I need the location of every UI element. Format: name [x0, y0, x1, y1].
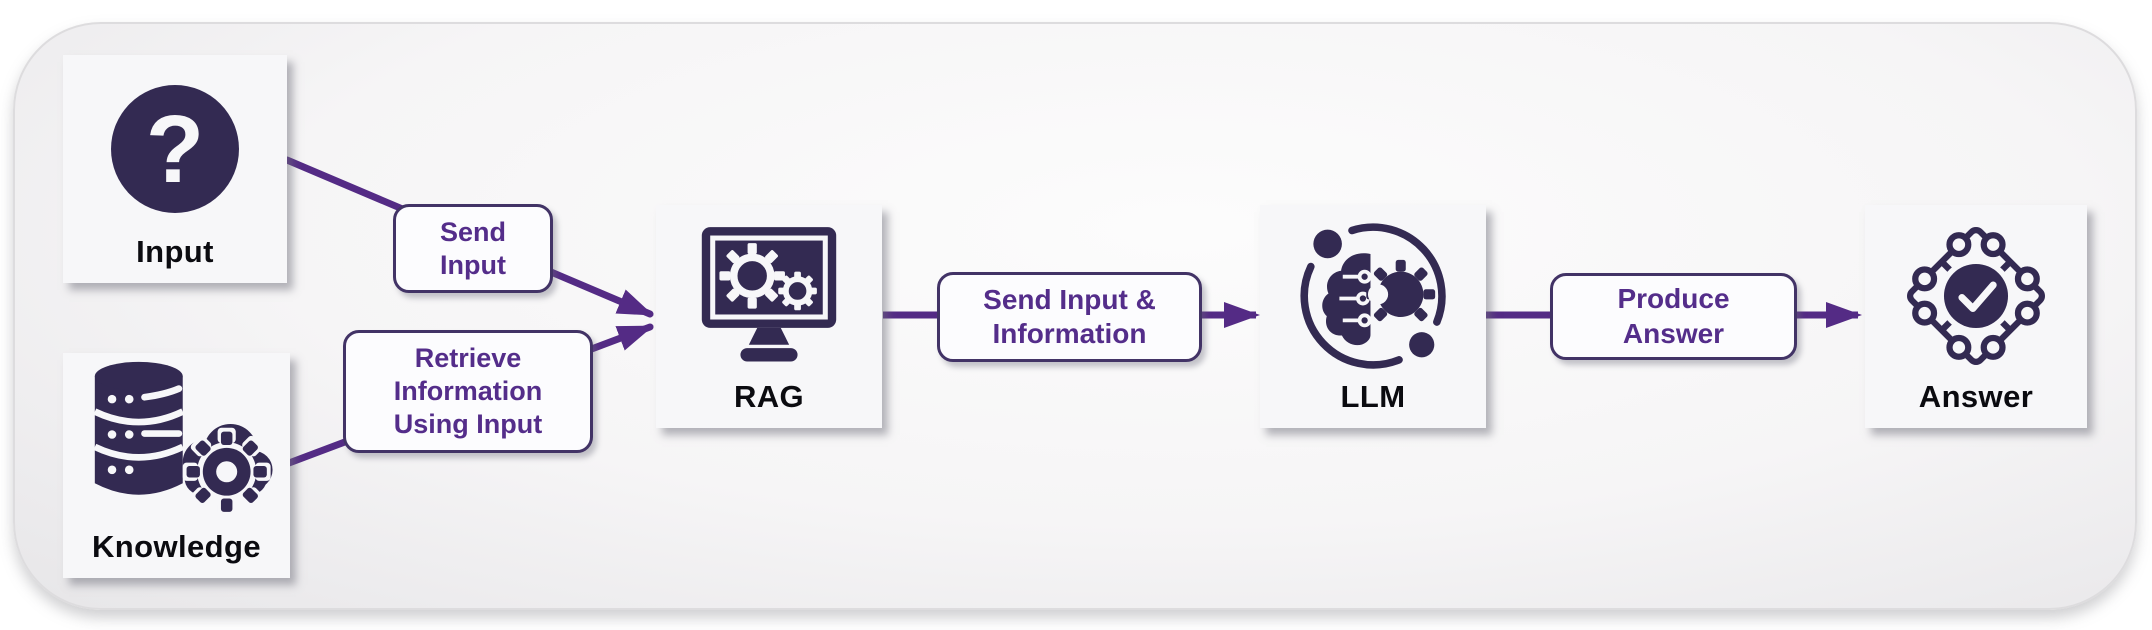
edge-label-retrieve-information: Retrieve Information Using Input [343, 330, 593, 453]
node-card-answer: Answer [1865, 205, 2087, 428]
node-icon-wrap [63, 353, 290, 531]
node-icon-wrap [656, 205, 882, 381]
node-icon-wrap [1260, 205, 1486, 381]
svg-text:?: ? [146, 96, 204, 203]
node-card-rag: RAG [656, 205, 882, 428]
node-label: RAG [733, 379, 805, 414]
node-label: Answer [1918, 379, 2034, 414]
database-gear-icon [92, 361, 273, 516]
node-card-input: ? Input [63, 55, 287, 283]
node-label: Input [136, 234, 214, 269]
node-icon-wrap: ? [63, 55, 287, 236]
monitor-gears-icon [701, 227, 837, 362]
puzzle-check-icon [1906, 226, 2046, 366]
question-circle-icon: ? [111, 84, 239, 213]
brain-gear-icon [1300, 223, 1446, 369]
node-icon-wrap [1865, 205, 2087, 381]
node-label: Knowledge [92, 529, 261, 564]
node-card-llm: LLM [1260, 205, 1486, 428]
edge-label-send-input-information: Send Input & Information [937, 272, 1202, 362]
node-card-knowledge: Knowledge [63, 353, 290, 578]
edge-label-produce-answer: Produce Answer [1550, 273, 1797, 360]
node-label: LLM [1340, 379, 1406, 414]
edge-label-send-input: Send Input [393, 204, 553, 293]
